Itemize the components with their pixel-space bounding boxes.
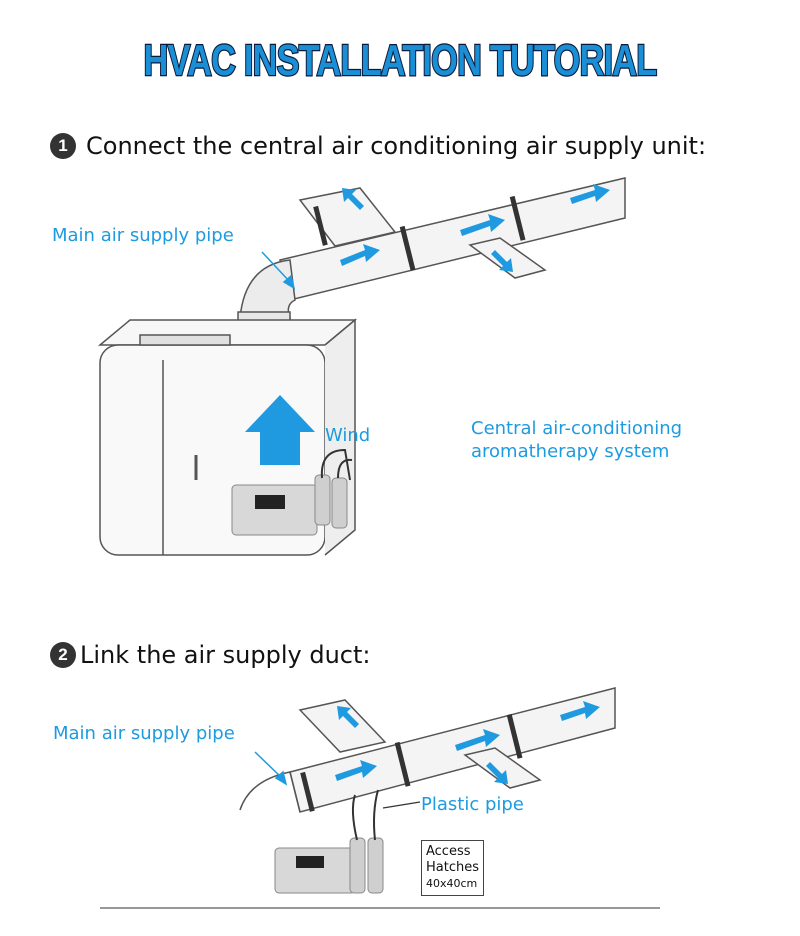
wind-label: Wind xyxy=(325,425,371,446)
airflow-arrow-icon xyxy=(491,250,513,272)
airflow-arrow-icon xyxy=(460,214,505,236)
page-title: HVAC INSTALLATION TUTORIAL xyxy=(143,35,659,87)
step-1-heading: 1 Connect the central air conditioning a… xyxy=(50,132,706,160)
access-hatches-box: Access Hatches 40x40cm xyxy=(421,840,484,896)
airflow-arrows xyxy=(245,184,610,465)
aroma-diffuser-device xyxy=(231,448,353,536)
step-2-heading: 2 Link the air supply duct: xyxy=(50,641,370,669)
main-air-supply-pipe-label-1: Main air supply pipe xyxy=(52,225,234,246)
airflow-arrow-icon xyxy=(570,184,610,204)
plastic-pipe-label: Plastic pipe xyxy=(421,794,524,815)
wind-arrow-icon xyxy=(245,395,315,465)
step-number-badge: 1 xyxy=(50,133,76,159)
airflow-arrow-icon xyxy=(342,188,364,210)
branch-duct-lower xyxy=(468,237,547,279)
airflow-arrow-icon xyxy=(340,244,380,266)
step-2-text: Link the air supply duct: xyxy=(80,641,371,669)
system-label: Central air-conditioning aromatherapy sy… xyxy=(471,418,683,462)
step-1-text: Connect the central air conditioning air… xyxy=(86,132,707,160)
main-air-supply-pipe-label-2: Main air supply pipe xyxy=(53,723,235,744)
step-number-badge: 2 xyxy=(50,642,76,668)
elbow-pipe xyxy=(239,259,296,319)
